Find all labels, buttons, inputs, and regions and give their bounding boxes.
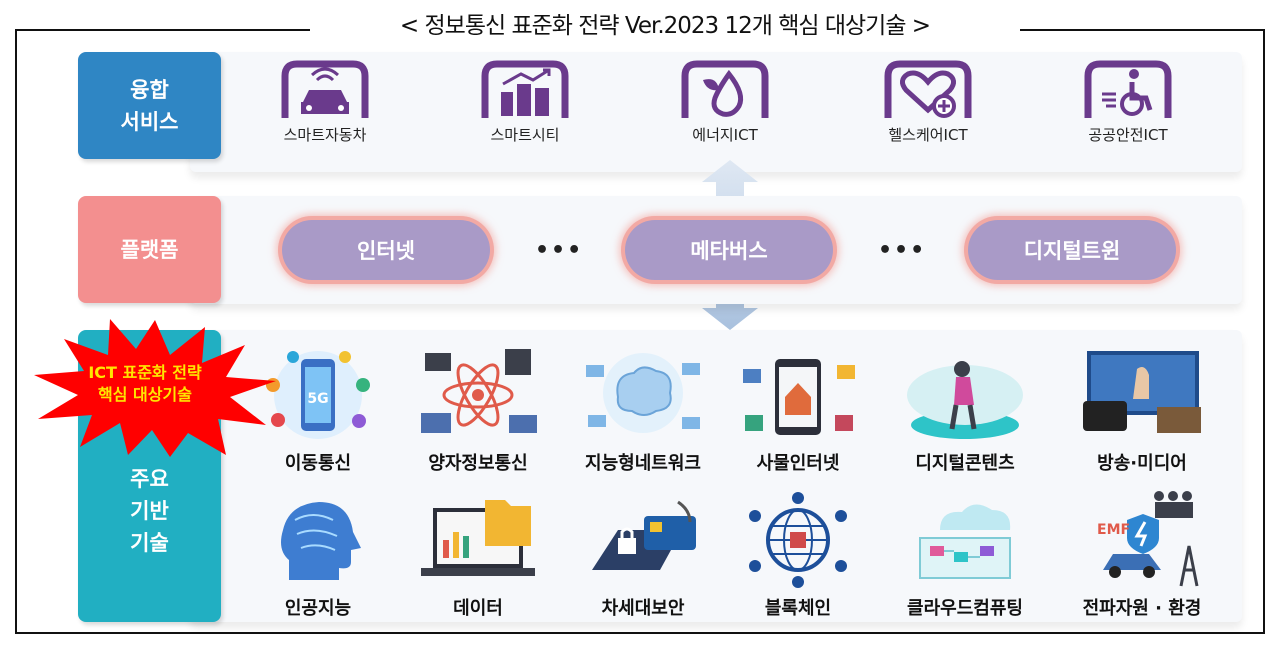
service-label: 스마트자동차	[283, 126, 367, 144]
category-convergence-services: 융합 서비스	[78, 52, 221, 159]
tech-mobile-communication: 5G 이동통신	[238, 345, 398, 475]
cloud-circuit-icon	[900, 490, 1030, 590]
tech-label: 이동통신	[284, 453, 352, 474]
platform-digital-twin: 디지털트윈	[968, 220, 1176, 280]
tech-digital-content: 디지털콘텐츠	[885, 345, 1045, 475]
tech-label: 차세대보안	[601, 598, 685, 619]
energy-drop-icon	[681, 60, 769, 118]
tech-artificial-intelligence: 인공지능	[238, 490, 398, 620]
tech-quantum-communication: 양자정보통신	[398, 345, 558, 475]
broadcast-camera-icon	[1077, 345, 1207, 445]
tech-label: 지능형네트워크	[585, 453, 701, 474]
svg-text:EMF: EMF	[1097, 522, 1130, 538]
tech-label: 블록체인	[764, 598, 832, 619]
quantum-atom-icon	[413, 345, 543, 445]
service-healthcare-ict: 헬스케어ICT	[858, 58, 998, 145]
tech-radio-resources-environment: EMF 전파자원 · 환경	[1062, 490, 1222, 620]
vr-headset-icon	[900, 345, 1030, 445]
category-label-line2: 기반	[130, 499, 169, 523]
tech-label: 양자정보통신	[428, 453, 528, 474]
tech-broadcast-media: 방송·미디어	[1062, 345, 1222, 475]
tech-label: 사물인터넷	[756, 453, 840, 474]
tech-label: 데이터	[453, 598, 503, 619]
tech-label: 방송·미디어	[1097, 453, 1187, 474]
page-title: < 정보통신 표준화 전략 Ver.2023 12개 핵심 대상기술 >	[399, 13, 931, 39]
mobile-5g-icon: 5G	[253, 345, 383, 445]
tech-label: 디지털콘텐츠	[915, 453, 1015, 474]
network-brain-icon	[578, 345, 708, 445]
platform-internet: 인터넷	[282, 220, 490, 280]
category-label-line1: 주요	[130, 467, 169, 491]
category-label-line3: 기술	[130, 531, 169, 555]
service-label: 스마트시티	[490, 126, 560, 144]
service-label: 에너지ICT	[692, 126, 758, 144]
category-label-line1: 융합	[130, 77, 169, 102]
tech-label: 전파자원 · 환경	[1082, 598, 1202, 619]
service-public-safety-ict: 공공안전ICT	[1058, 58, 1198, 145]
badge-line1: ICT 표준화 전략	[88, 363, 202, 382]
tech-label: 클라우드컴퓨팅	[907, 598, 1023, 619]
category-label-line2: 서비스	[120, 109, 179, 134]
service-label: 공공안전ICT	[1088, 126, 1168, 144]
tech-intelligent-network: 지능형네트워크	[563, 345, 723, 475]
category-platform: 플랫폼	[78, 196, 221, 303]
ai-head-icon	[253, 490, 383, 590]
service-energy-ict: 에너지ICT	[655, 58, 795, 145]
tech-label: 인공지능	[284, 598, 352, 619]
platform-metaverse: 메타버스	[625, 220, 833, 280]
radio-tower-car-icon: EMF	[1077, 490, 1207, 590]
iot-tablet-icon	[733, 345, 863, 445]
badge-line2: 핵심 대상기술	[98, 385, 192, 404]
tech-next-gen-security: 차세대보안	[563, 490, 723, 620]
ellipsis-dots: •••	[878, 238, 927, 263]
tech-cloud-computing: 클라우드컴퓨팅	[885, 490, 1045, 620]
smart-car-icon	[281, 60, 369, 118]
category-label: 플랫폼	[120, 237, 179, 262]
core-tech-burst-badge	[34, 319, 276, 457]
health-heart-icon	[884, 60, 972, 118]
smart-city-icon	[481, 60, 569, 118]
security-lock-icon	[578, 490, 708, 590]
service-label: 헬스케어ICT	[888, 126, 968, 144]
svg-text:5G: 5G	[307, 391, 328, 407]
wheelchair-icon	[1084, 60, 1172, 118]
tech-blockchain: 블록체인	[718, 490, 878, 620]
ellipsis-dots: •••	[535, 238, 584, 263]
title-background	[310, 6, 1020, 46]
tech-data: 데이터	[398, 490, 558, 620]
tech-iot: 사물인터넷	[718, 345, 878, 475]
core-tech-badge-text: ICT 표준화 전략 핵심 대상기술	[55, 362, 235, 406]
laptop-data-icon	[413, 490, 543, 590]
service-smart-car: 스마트자동차	[255, 58, 395, 145]
service-smart-city: 스마트시티	[455, 58, 595, 145]
blockchain-globe-icon	[733, 490, 863, 590]
